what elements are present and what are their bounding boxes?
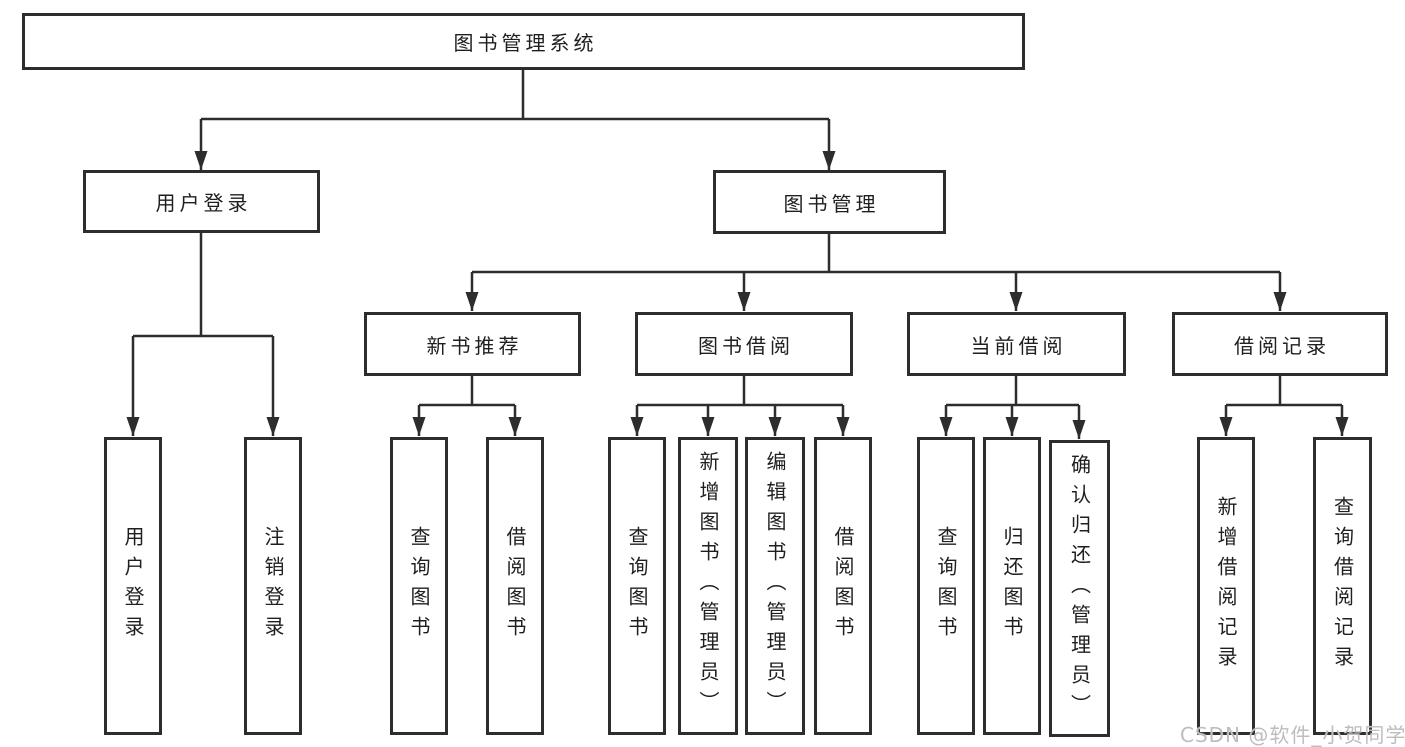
node-root-system: 图书管理系统 [22,13,1025,70]
leaf-nb-borrow-books: 借阅图书 [486,437,544,735]
leaf-br-query-record: 查询借阅记录 [1313,437,1372,735]
node-borrow-records: 借阅记录 [1172,312,1388,376]
leaf-nb-query-books: 查询图书 [390,437,448,735]
leaf-bb-query-books: 查询图书 [608,437,666,735]
leaf-bb-borrow-books: 借阅图书 [814,437,872,735]
node-current-borrowing: 当前借阅 [907,312,1126,376]
leaf-cb-query-books: 查询图书 [917,437,975,735]
node-book-management: 图书管理 [713,170,946,234]
leaf-cb-confirm-return-admin: 确认归还（管理员） [1049,440,1110,737]
node-user-login: 用户登录 [83,170,320,233]
node-new-book-recommend: 新书推荐 [364,312,581,376]
node-book-borrowing: 图书借阅 [635,312,853,376]
leaf-bb-add-books-admin: 新增图书（管理员） [678,437,738,735]
leaf-bb-edit-books-admin: 编辑图书（管理员） [745,437,805,735]
leaf-cb-return-books: 归还图书 [983,437,1041,735]
leaf-br-add-record: 新增借阅记录 [1197,437,1255,735]
leaf-logout: 注销登录 [244,437,302,735]
leaf-user-login: 用户登录 [104,437,162,735]
csdn-watermark: CSDN @软件_小贺同学 [1180,723,1405,747]
